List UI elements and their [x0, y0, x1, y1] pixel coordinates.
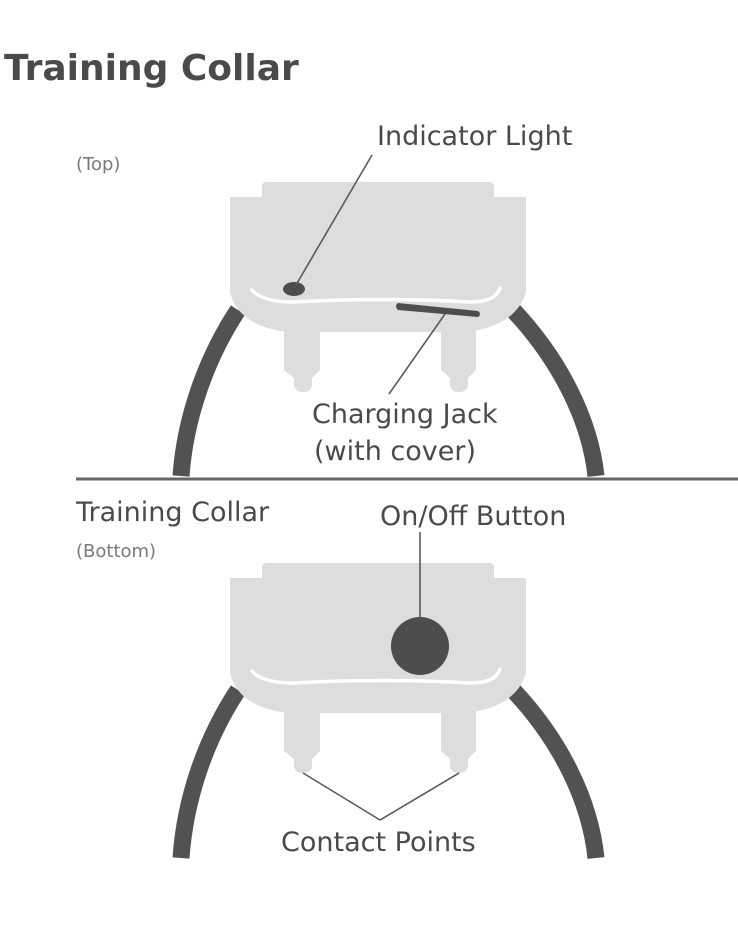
indicator-light-label: Indicator Light: [377, 121, 572, 152]
collar-body-top: [230, 182, 526, 392]
left-strap-bottom: [172, 685, 246, 859]
contact-point-left-leader: [302, 772, 381, 821]
page-title: Training Collar: [4, 48, 299, 89]
contact-points-label: Contact Points: [281, 827, 476, 858]
collar-body-bottom: [230, 563, 526, 773]
indicator-leader-line: [295, 154, 373, 286]
charging-jack-label: Charging Jack: [312, 399, 498, 430]
left-strap: [172, 305, 246, 477]
on-off-button: [391, 617, 449, 675]
right-strap: [506, 304, 605, 477]
contact-point-right-leader: [379, 772, 460, 821]
right-strap-bottom: [506, 684, 605, 859]
indicator-light: [283, 282, 305, 296]
charging-jack-leader-line: [388, 313, 446, 395]
on-off-button-label: On/Off Button: [380, 501, 566, 532]
bottom-section-title: Training Collar: [75, 497, 270, 528]
charging-jack: [396, 303, 480, 317]
bottom-view: Training Collar (Bottom) On/Off Button C…: [75, 497, 605, 859]
bottom-view-label: (Bottom): [76, 541, 156, 562]
charging-jack-cover-label: (with cover): [314, 436, 476, 467]
top-view: (Top) Indicator Light Charging Jack (wit…: [76, 121, 605, 477]
top-view-label: (Top): [76, 154, 120, 175]
